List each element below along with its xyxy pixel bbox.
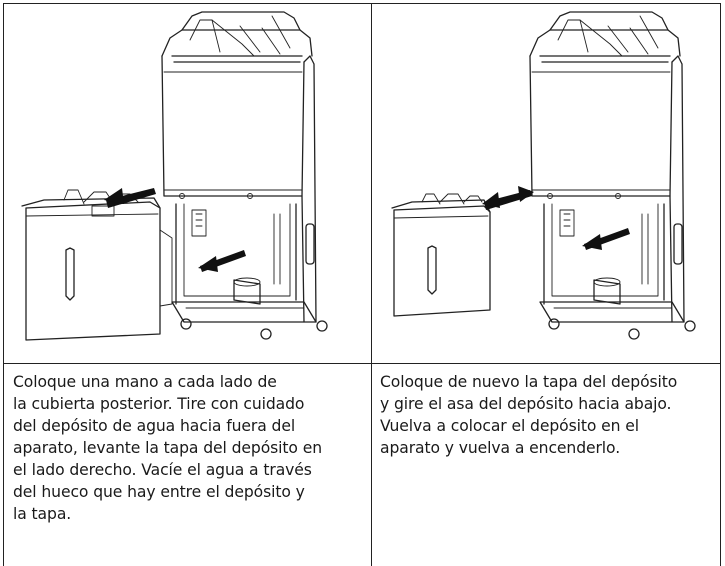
step-1-text: Coloque una mano a cada lado de la cubie… — [13, 371, 369, 525]
table-border-top — [3, 3, 721, 4]
step-2-illustration — [372, 4, 720, 363]
step-2-line: Coloque de nuevo la tapa del depósito — [380, 373, 678, 391]
step-2-line: aparato y vuelva a encenderlo. — [380, 439, 621, 457]
step-1-line: Coloque una mano a cada lado de — [13, 373, 277, 391]
step-1-line: el lado derecho. Vacíe el agua a través — [13, 461, 312, 479]
table-border-right — [720, 3, 721, 566]
table-row-divider — [3, 363, 721, 364]
step-2-line: y gire el asa del depósito hacia abajo. — [380, 395, 672, 413]
table-border-left — [3, 3, 4, 566]
step-1-illustration — [4, 4, 371, 363]
step-1-line: la tapa. — [13, 505, 72, 523]
step-2-text: Coloque de nuevo la tapa del depósito y … — [380, 371, 718, 459]
step-1-line: aparato, levante la tapa del depósito en — [13, 439, 322, 457]
step-1-line: del depósito de agua hacia fuera del — [13, 417, 296, 435]
step-1-line: del hueco que hay entre el depósito y — [13, 483, 305, 501]
table-border-middle — [371, 3, 372, 566]
step-1-line: la cubierta posterior. Tire con cuidado — [13, 395, 305, 413]
step-2-line: Vuelva a colocar el depósito en el — [380, 417, 639, 435]
